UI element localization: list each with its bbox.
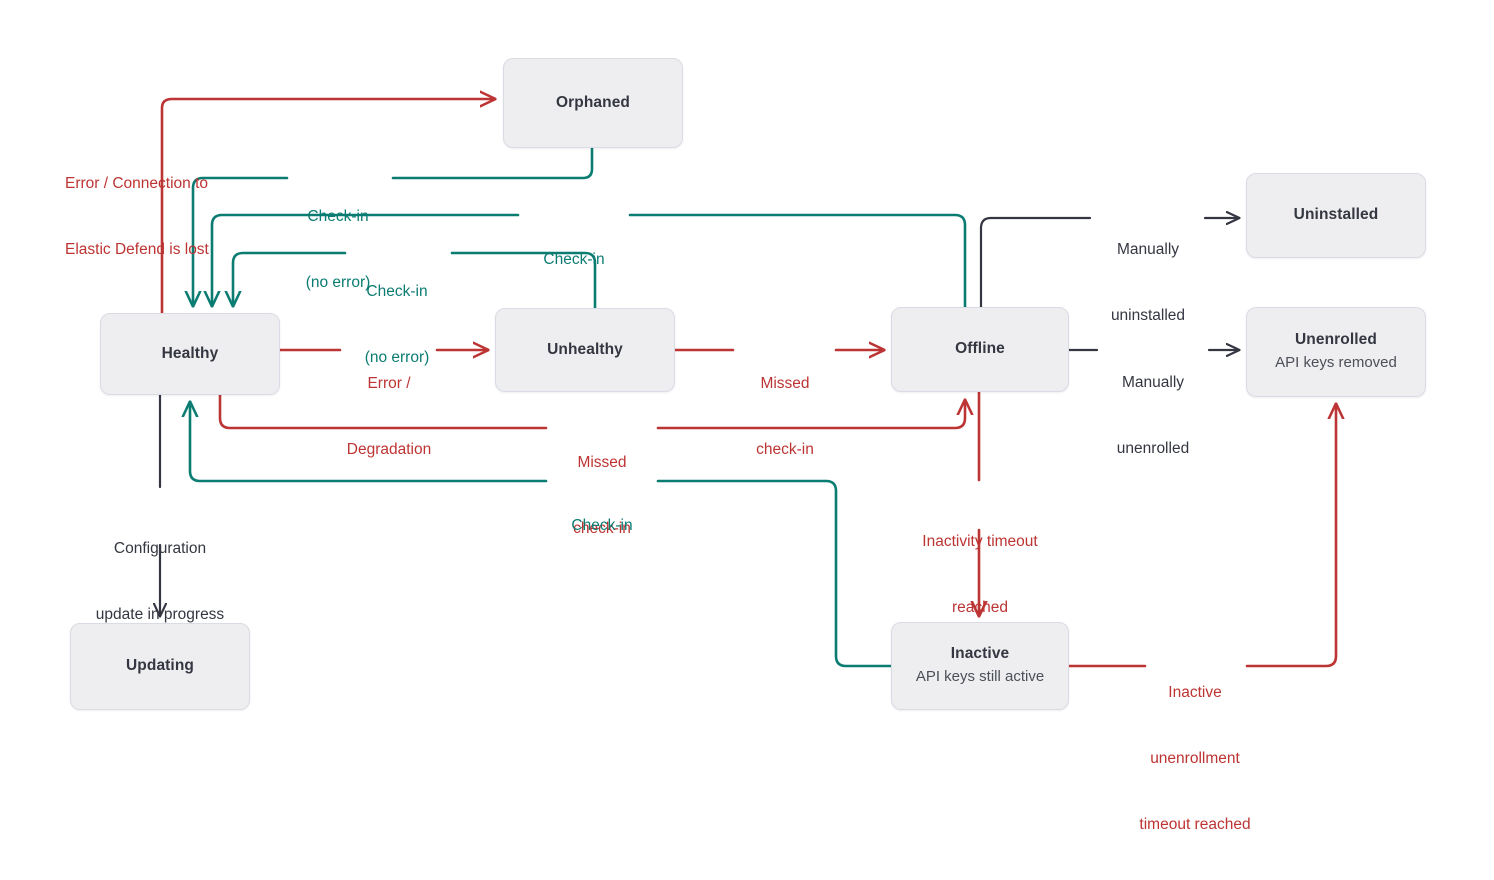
edge-label-checkin-noerror-mid: Check-in (no error) (336, 237, 458, 413)
edge-label-manually-uninstalled-line2: uninstalled (1110, 307, 1186, 324)
edge-layer: .e{fill:none;stroke-width:2.6;stroke-lin… (0, 0, 1494, 668)
edge-label-checkin-noerror-top: Check-in (no error) (276, 162, 400, 338)
edge-label-error-degradation: Error / Degradation (327, 329, 451, 505)
edge-label-checkin-noerror-mid-line1: Check-in (366, 283, 428, 300)
edge-label-error-degradation-line1: Error / (367, 375, 411, 392)
edge-label-inactivity-timeout: Inactivity timeout reached (881, 487, 1079, 663)
edge-offline-to-healthy-a (628, 213, 967, 309)
edge-orphaned-to-healthy-b (193, 176, 289, 306)
edge-offline-to-healthy-b (212, 213, 520, 306)
node-unenrolled[interactable]: Unenrolled API keys removed (1246, 307, 1426, 397)
edge-inactive-to-healthy-a (656, 479, 893, 668)
edge-label-checkin-bottom: Check-in (546, 471, 658, 581)
edge-label-config-update-line1: Configuration (113, 540, 207, 557)
node-unhealthy[interactable]: Unhealthy (495, 308, 675, 392)
node-inactive-subtitle: API keys still active (915, 668, 1045, 686)
edge-unhealthy-to-healthy-b (233, 251, 347, 306)
edge-label-inactive-unenrollment: Inactive unenrollment timeout reached (1095, 638, 1295, 880)
node-inactive[interactable]: Inactive API keys still active (891, 622, 1069, 710)
edge-label-inactivity-timeout-line1: Inactivity timeout (922, 533, 1038, 550)
edge-label-manually-unenrolled-line2: unenrolled (1116, 440, 1190, 457)
edge-inactive-to-unenrolled-b (1245, 404, 1336, 668)
edge-label-missed-checkin-low-line2: check-in (573, 520, 631, 537)
edge-orphaned-to-healthy-a (391, 145, 594, 180)
node-offline[interactable]: Offline (891, 307, 1069, 392)
edge-label-checkin-mid: Check-in (526, 205, 622, 315)
edge-label-error-connection-lost-line1: Error / Connection to (65, 175, 209, 192)
edge-label-missed-checkin-top-line2: check-in (756, 441, 814, 458)
node-updating[interactable]: Updating (70, 623, 250, 710)
edge-label-checkin-noerror-top-line1: Check-in (307, 208, 369, 225)
node-orphaned[interactable]: Orphaned (503, 58, 683, 148)
node-healthy-title: Healthy (161, 344, 219, 362)
node-inactive-title: Inactive (950, 644, 1010, 662)
edge-healthy-to-orphaned (160, 99, 495, 315)
node-unenrolled-title: Unenrolled (1295, 330, 1377, 348)
node-uninstalled-title: Uninstalled (1293, 206, 1379, 224)
edge-label-missed-checkin-low-line1: Missed (577, 454, 627, 471)
edge-label-error-connection-lost-line2: Elastic Defend is lost (65, 241, 209, 258)
edge-label-config-update-line2: update in progress (95, 606, 225, 623)
edge-offline-to-uninstalled-a (979, 216, 1092, 309)
edge-label-missed-checkin-top-line1: Missed (760, 375, 810, 392)
edge-healthy-to-offline-b (656, 400, 965, 430)
edge-label-checkin-bottom-text: Check-in (571, 517, 633, 534)
edge-label-config-update: Configuration update in progress (61, 494, 259, 670)
node-healthy[interactable]: Healthy (100, 313, 280, 395)
edge-label-inactive-unenrollment-line1: Inactive (1168, 684, 1222, 701)
edge-inactive-to-healthy-b (190, 402, 548, 483)
node-updating-title: Updating (126, 657, 194, 675)
edge-label-checkin-noerror-top-line2: (no error) (305, 274, 371, 291)
edge-label-manually-uninstalled-line1: Manually (1116, 241, 1180, 258)
edge-label-checkin-mid-text: Check-in (543, 251, 605, 268)
node-offline-title: Offline (955, 340, 1005, 358)
node-unhealthy-title: Unhealthy (547, 340, 623, 358)
edge-unhealthy-to-healthy-a (450, 251, 597, 315)
edge-label-inactive-unenrollment-line2: unenrollment (1150, 750, 1240, 767)
edge-label-manually-unenrolled: Manually unenrolled (1096, 328, 1210, 504)
edge-label-inactivity-timeout-line2: reached (951, 599, 1008, 616)
edge-label-missed-checkin-low: Missed check-in (546, 408, 658, 584)
node-orphaned-title: Orphaned (555, 93, 630, 111)
edge-label-manually-uninstalled: Manually uninstalled (1090, 195, 1206, 371)
node-unenrolled-subtitle: API keys removed (1275, 354, 1397, 372)
edge-label-missed-checkin-top: Missed check-in (729, 329, 841, 505)
edge-label-inactive-unenrollment-line3: timeout reached (1139, 816, 1251, 833)
edge-label-checkin-noerror-mid-line2: (no error) (364, 349, 430, 366)
edge-healthy-to-offline-a (218, 393, 548, 430)
edge-label-error-connection-lost: Error / Connection to Elastic Defend is … (65, 129, 325, 305)
edge-label-manually-unenrolled-line1: Manually (1121, 374, 1185, 391)
state-diagram-canvas: .e{fill:none;stroke-width:2.6;stroke-lin… (0, 0, 1494, 833)
node-uninstalled[interactable]: Uninstalled (1246, 173, 1426, 258)
edge-label-error-degradation-line2: Degradation (346, 441, 432, 458)
